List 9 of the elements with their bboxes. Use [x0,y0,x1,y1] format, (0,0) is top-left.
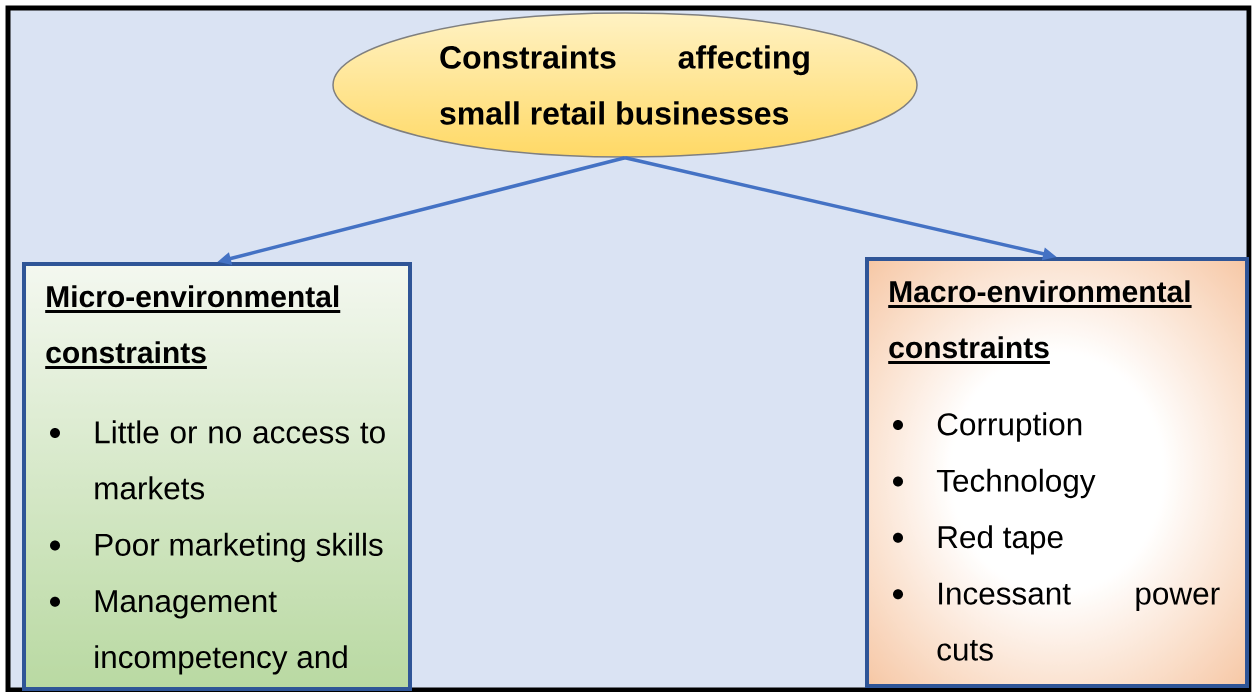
list-item: Little or no access to markets [95,420,385,500]
list-item: Corruption [937,412,1082,442]
list-item: Poor marketing skills [95,532,383,563]
list-item: Incessant power cuts [937,582,1220,661]
list-item: Management incompetency and [95,590,347,675]
box-heading: Macro-environmental constraints [888,280,1192,364]
box-heading: Micro-environmental constraints [45,285,341,369]
list-item: Technology [936,468,1096,499]
list-item: Red tape [938,525,1063,555]
